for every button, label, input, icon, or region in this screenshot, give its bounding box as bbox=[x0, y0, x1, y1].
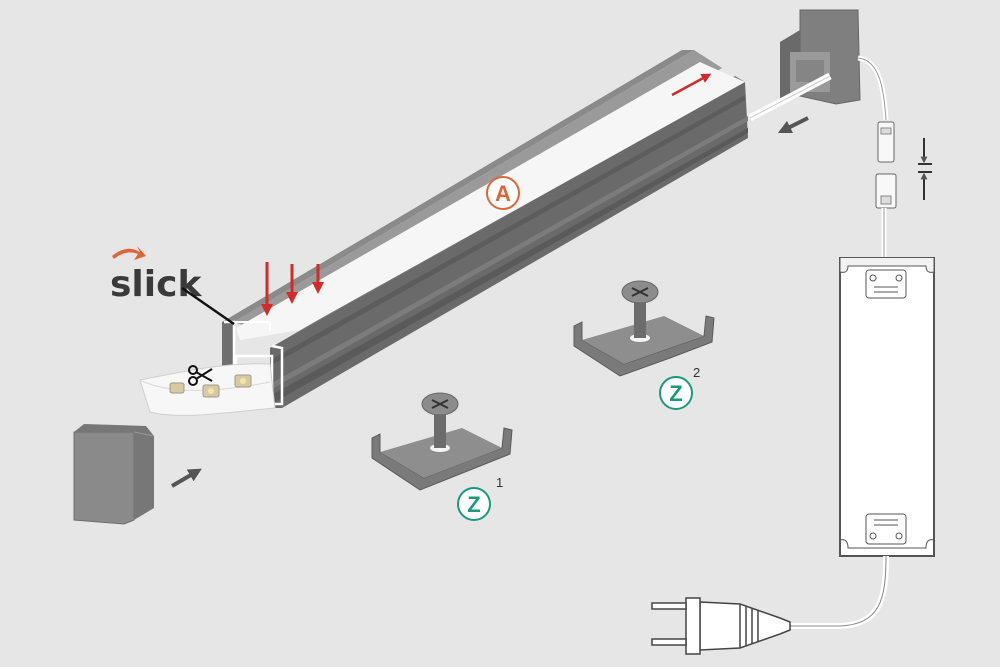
svg-text:Z: Z bbox=[467, 492, 480, 517]
mount-clip-2-label: Z 2 bbox=[659, 365, 700, 410]
connect-arrow-icon bbox=[918, 138, 932, 200]
screw-icon bbox=[421, 392, 459, 448]
press-arrow-icon bbox=[261, 262, 324, 316]
mounting-clip-1 bbox=[371, 392, 513, 491]
led-chip bbox=[169, 382, 185, 394]
mounting-clip-2 bbox=[573, 280, 715, 377]
scissors-icon bbox=[188, 365, 213, 386]
slide-arrow-icon bbox=[671, 73, 712, 97]
led-strip bbox=[139, 363, 276, 416]
svg-text:Z: Z bbox=[669, 381, 682, 406]
svg-text:2: 2 bbox=[693, 365, 700, 380]
end-cap-left bbox=[73, 424, 202, 525]
mount-clip-1-label: Z 1 bbox=[457, 475, 503, 521]
brand-logo: slick bbox=[110, 246, 235, 326]
svg-text:1: 1 bbox=[496, 475, 503, 490]
end-cap-cable bbox=[748, 9, 861, 134]
power-supply bbox=[839, 257, 935, 557]
insert-arrow-icon bbox=[170, 468, 202, 488]
profile-label: A bbox=[486, 176, 520, 210]
svg-text:A: A bbox=[495, 181, 511, 206]
connector bbox=[875, 121, 897, 258]
screw-icon bbox=[621, 280, 659, 338]
power-plug-icon bbox=[651, 597, 791, 655]
insert-arrow-icon bbox=[777, 116, 809, 134]
svg-text:slick: slick bbox=[110, 264, 202, 305]
